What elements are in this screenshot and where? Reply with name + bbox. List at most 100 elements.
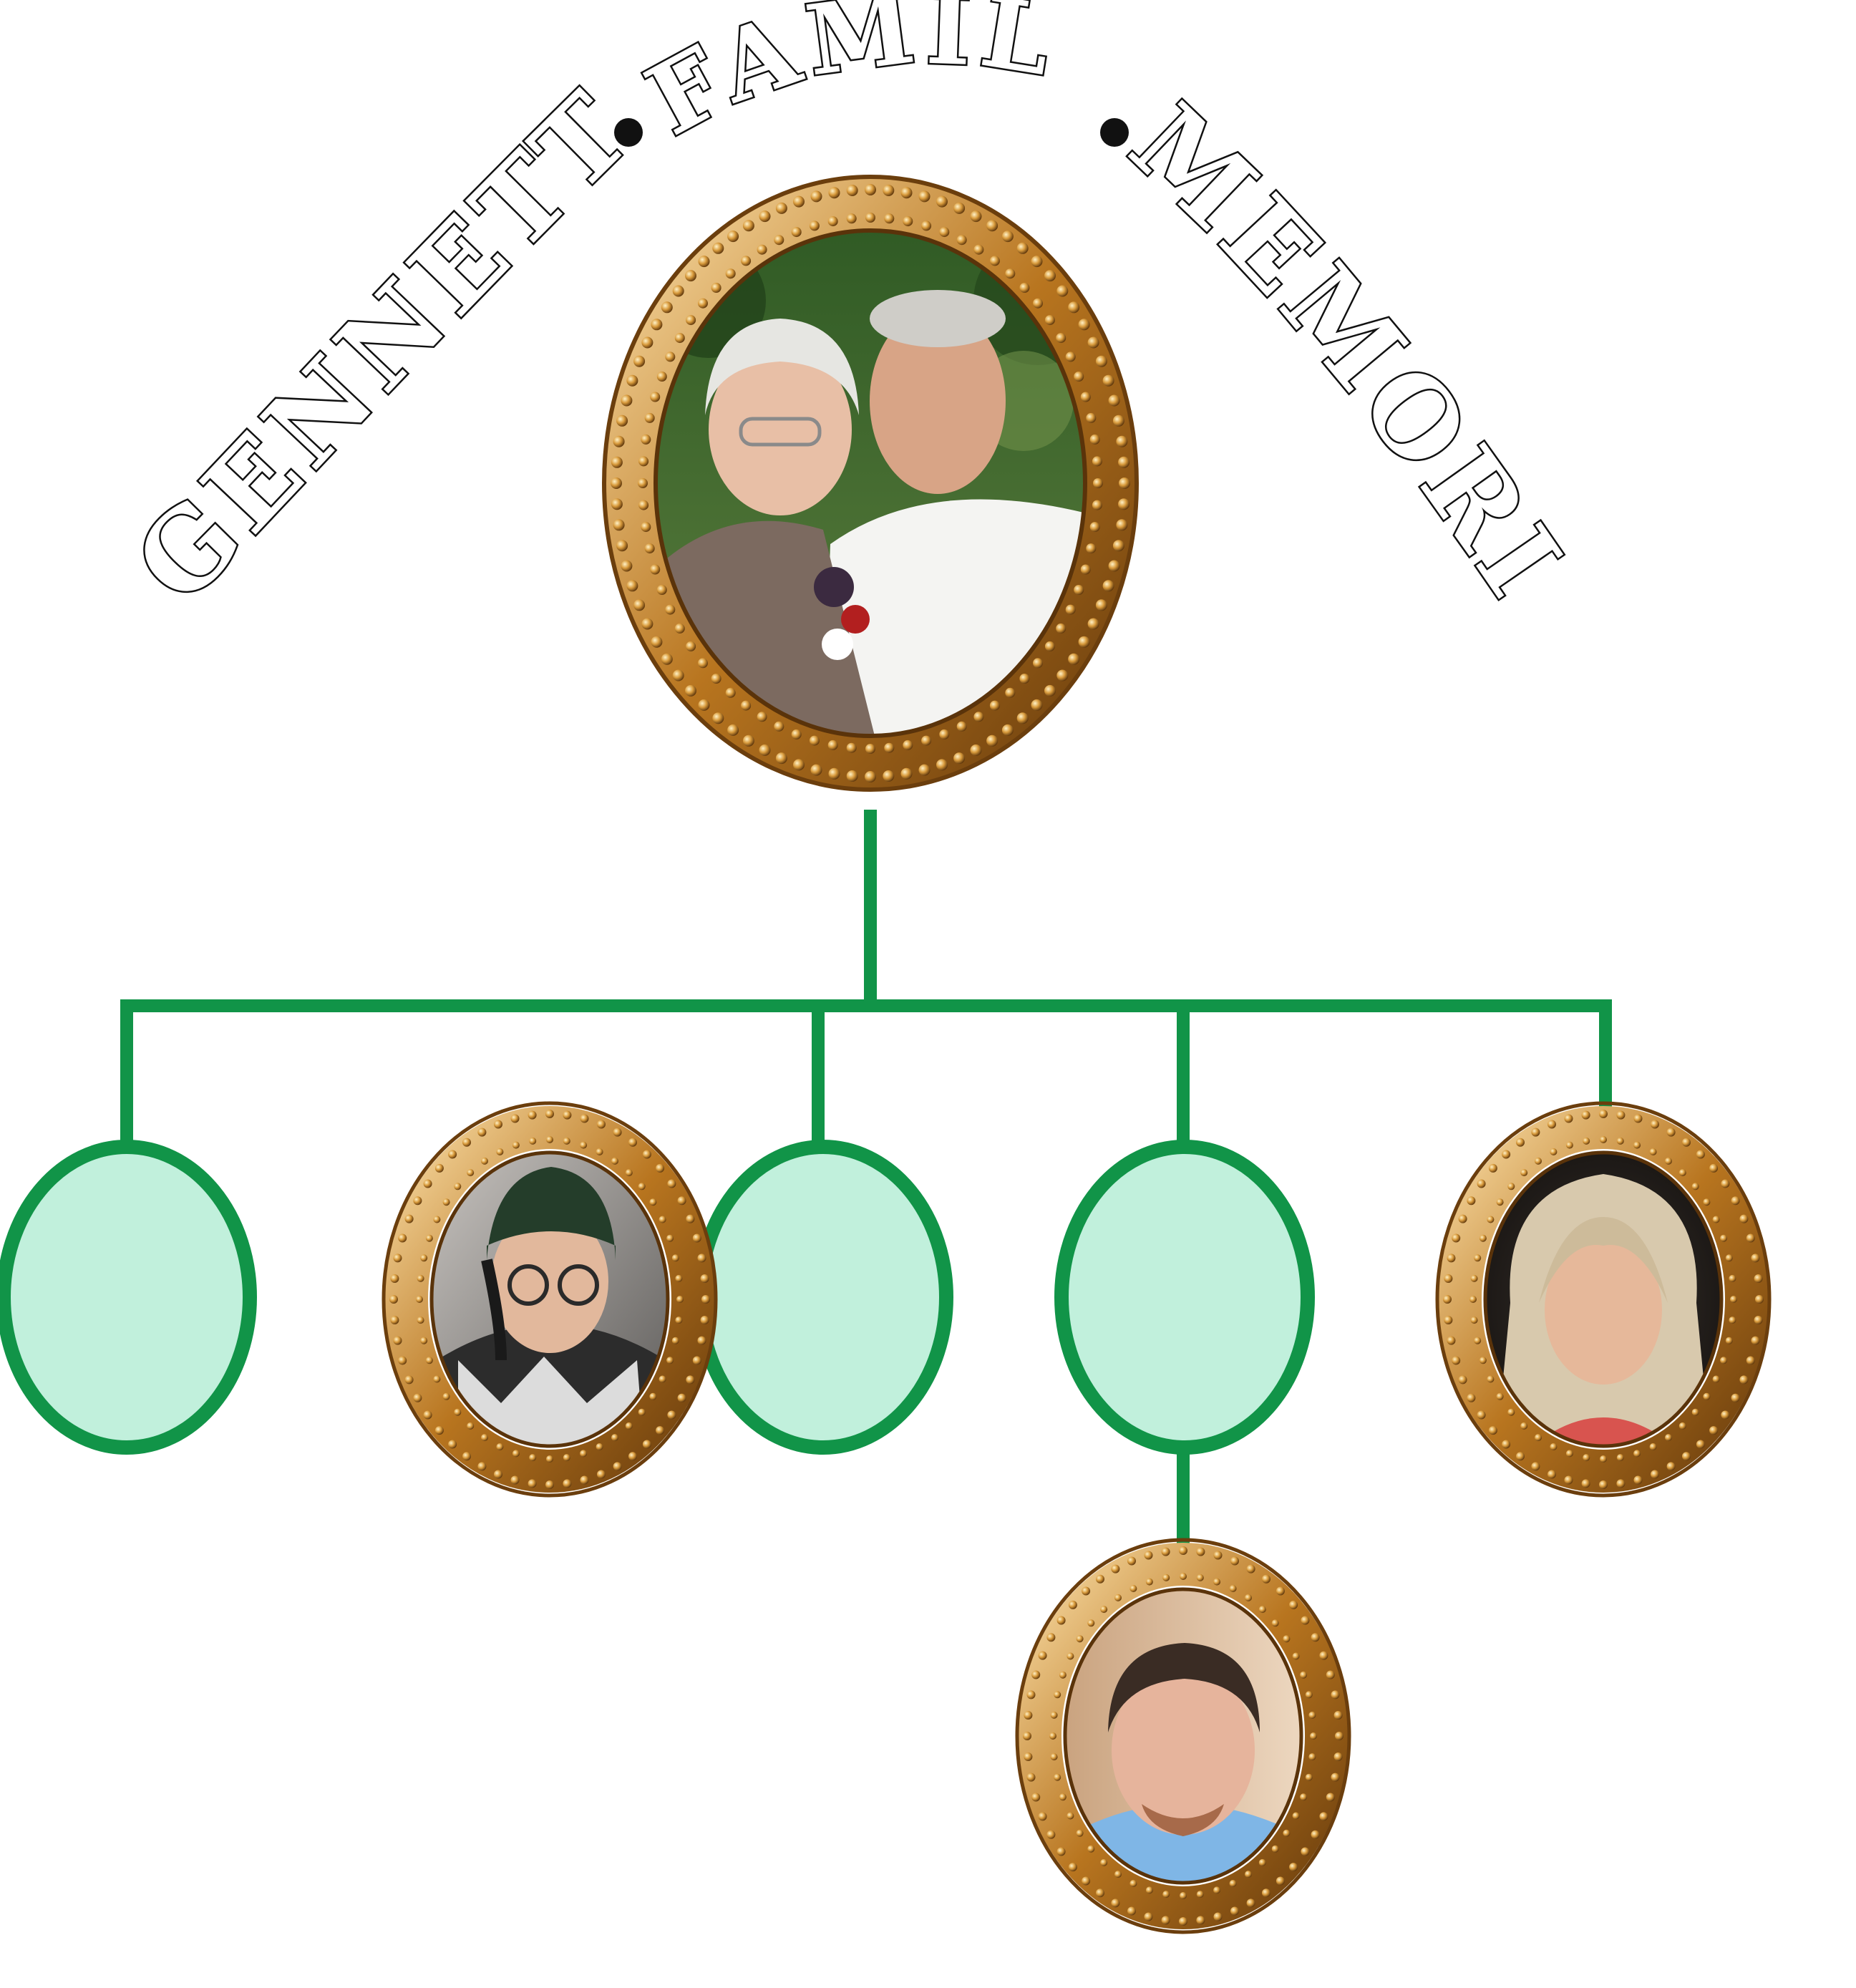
frame-bead [1180, 1573, 1187, 1580]
frame-bead [563, 1454, 570, 1462]
frame-bead [659, 1216, 666, 1223]
frame-bead [1548, 1470, 1556, 1479]
frame-bead [416, 1296, 423, 1303]
frame-bead [1479, 1357, 1487, 1364]
frame-bead [700, 1316, 709, 1324]
frame-bead [1229, 1880, 1237, 1887]
frame-bead [1754, 1316, 1763, 1324]
frame-bead [1129, 1880, 1137, 1887]
frame-bead [596, 1148, 603, 1155]
frame-bead [393, 1254, 402, 1263]
frame-bead [462, 1452, 471, 1461]
frame-bead [1213, 1886, 1221, 1894]
frame-bead [1080, 392, 1091, 402]
frame-bead [546, 1455, 553, 1463]
frame-bead [613, 1128, 622, 1137]
frame-bead [674, 333, 685, 344]
frame-bead [656, 585, 667, 595]
frame-bead [1651, 1120, 1659, 1129]
frame-bead [644, 412, 655, 423]
frame-bead [1100, 1606, 1108, 1614]
frame-bead [1488, 1426, 1497, 1435]
frame-bead [1031, 1670, 1041, 1679]
frame-bead [1196, 1574, 1204, 1581]
frame-bead [390, 1274, 399, 1283]
frame-bead [1038, 1651, 1047, 1660]
frame-bead [1308, 1753, 1316, 1761]
frame-bead [467, 1422, 475, 1430]
frame-bead [1016, 712, 1029, 724]
frame-bead [481, 1434, 488, 1442]
frame-bead [846, 742, 857, 753]
frame-bead [563, 1110, 572, 1120]
frame-bead [563, 1479, 572, 1488]
frame-bead [1112, 414, 1124, 427]
frame-bead [1161, 1916, 1170, 1925]
frame-bead [846, 185, 858, 196]
woman-green-beanie-photo [432, 1153, 668, 1446]
frame-bead [1292, 1812, 1300, 1820]
frame-bead [613, 1462, 622, 1471]
frame-bead [698, 699, 710, 711]
frame-bead [1292, 1652, 1300, 1660]
frame-bead [434, 1163, 444, 1173]
frame-bead [1092, 456, 1102, 467]
frame-bead [827, 740, 838, 750]
frame-bead [1033, 298, 1043, 309]
frame-bead [828, 767, 840, 780]
frame-bead [1720, 1234, 1728, 1242]
frame-bead [671, 1254, 679, 1262]
frame-bead [1127, 1556, 1136, 1566]
frame-bead [454, 1408, 462, 1416]
frame-bead [512, 1450, 520, 1458]
frame-bead [1682, 1138, 1691, 1147]
frame-bead [1229, 1585, 1237, 1592]
frame-bead [1311, 1830, 1320, 1839]
frame-beads-grandchild [1023, 1546, 1344, 1926]
frame-beads-root [611, 184, 1130, 782]
frame-bead [638, 1408, 646, 1416]
frame-bead [665, 604, 676, 615]
frame-bead [884, 213, 895, 224]
frame-bead [1496, 1392, 1504, 1400]
frame-bead [413, 1196, 422, 1206]
frame-bead [393, 1336, 402, 1345]
frame-bead [865, 213, 875, 223]
frame-bead [1068, 1863, 1077, 1872]
frame-bead [742, 220, 754, 232]
frame-bead [1144, 1551, 1153, 1560]
frame-bead [1678, 1422, 1686, 1430]
frame-bead [1129, 1585, 1137, 1592]
frame-bead [1031, 1793, 1041, 1802]
frame-bead [642, 1440, 651, 1449]
frame-bead [1583, 1454, 1590, 1462]
frame-bead [1331, 1690, 1340, 1700]
frame-bead [1721, 1179, 1730, 1188]
frame-bead [650, 564, 661, 575]
frame-bead [1720, 1357, 1728, 1364]
frame-bead [1111, 1564, 1120, 1574]
frame-bead [580, 1475, 589, 1485]
frame-bead [1477, 1410, 1486, 1420]
frame-bead [1696, 1440, 1705, 1449]
frame-bead [989, 700, 1000, 711]
frame-bead [1044, 315, 1055, 326]
frame-bead [1049, 1732, 1056, 1740]
frame-bead [1725, 1254, 1733, 1262]
frame-bead [1046, 1830, 1056, 1839]
root-couple-portrait [602, 175, 1139, 792]
frame-bead [711, 674, 721, 684]
frame-bead [918, 190, 931, 203]
frame-bead [597, 1120, 606, 1129]
frame-bead [1600, 1136, 1607, 1143]
frame-bead [1162, 1574, 1170, 1581]
frame-bead [1703, 1198, 1711, 1206]
frame-bead [545, 1110, 554, 1118]
frame-bead [712, 712, 724, 724]
frame-bead [1026, 1690, 1036, 1700]
frame-bead [939, 729, 950, 740]
frame-bead [1108, 394, 1120, 407]
frame-bead [700, 1274, 709, 1283]
frame-bead [697, 1254, 706, 1263]
frame-bead [1054, 1773, 1061, 1781]
